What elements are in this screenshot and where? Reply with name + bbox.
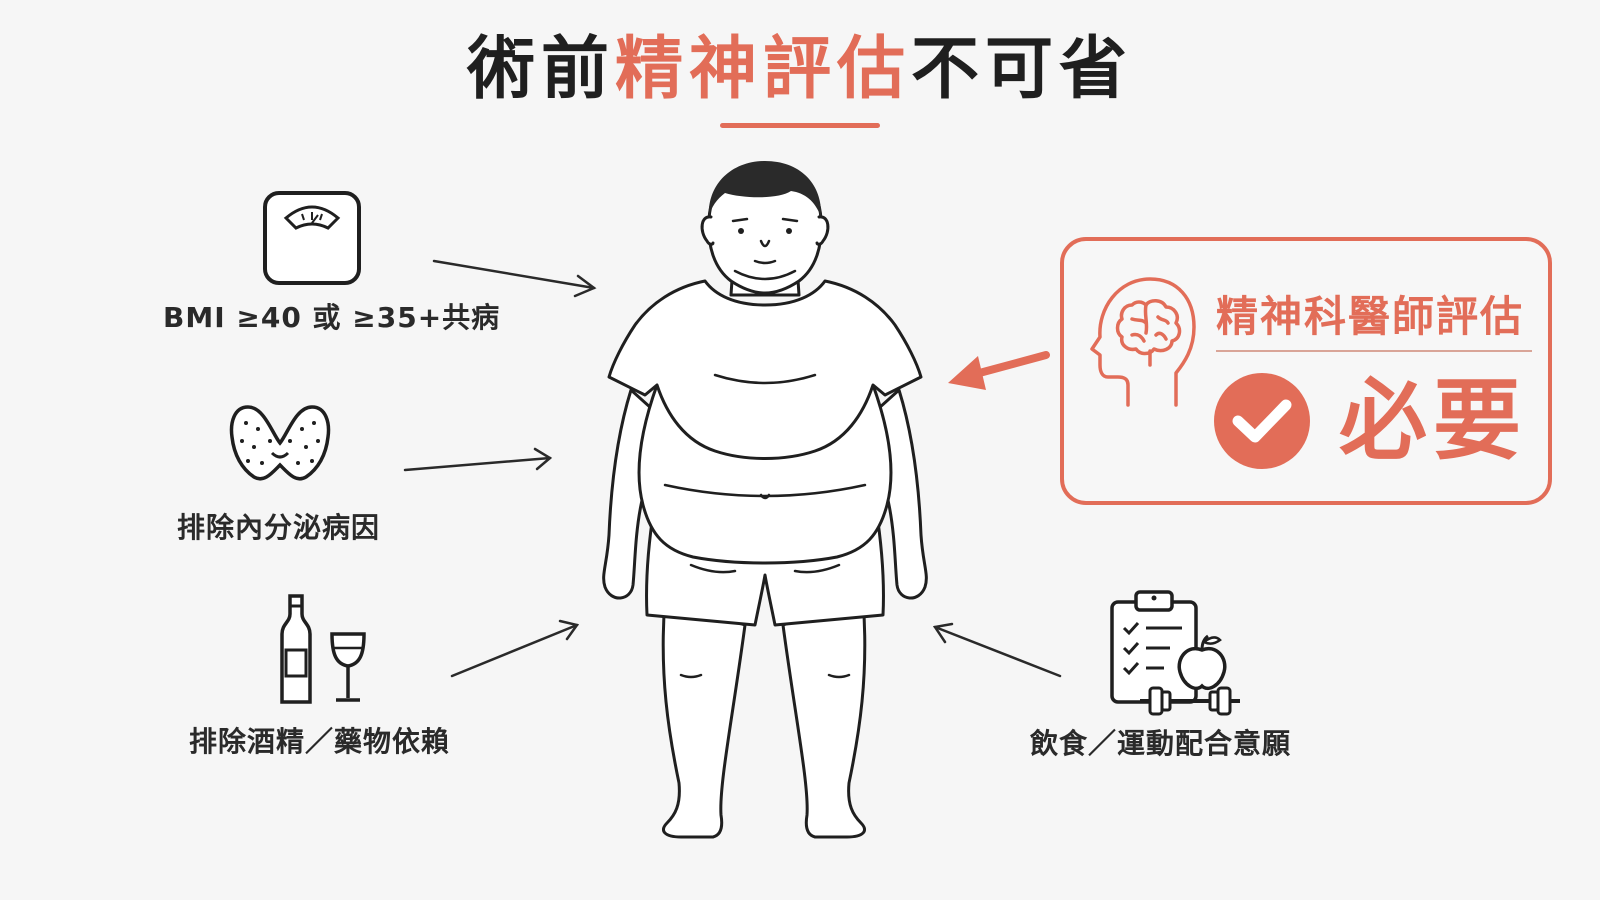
factor-bmi-label: BMI ≥40 或 ≥35+共病 bbox=[163, 301, 501, 334]
card-divider bbox=[1216, 350, 1532, 352]
scale-icon bbox=[263, 191, 361, 285]
factor-alcohol-label: 排除酒精／藥物依賴 bbox=[189, 725, 451, 758]
checklist-apple-dumbbell-icon bbox=[1110, 590, 1240, 716]
title-underline bbox=[720, 123, 880, 128]
bottle-glass-icon bbox=[280, 594, 366, 704]
assessment-card: 精神科醫師評估 必要 bbox=[1060, 237, 1552, 505]
brain-head-icon bbox=[1090, 277, 1196, 407]
check-circle-icon bbox=[1214, 373, 1310, 469]
factor-endocrine-label: 排除內分泌病因 bbox=[177, 511, 381, 544]
factor-lifestyle-label: 飲食／運動配合意願 bbox=[1030, 727, 1292, 760]
assessment-title: 精神科醫師評估 bbox=[1216, 292, 1525, 341]
title-part-2: 不可省 bbox=[911, 30, 1134, 109]
patient-figure bbox=[602, 161, 928, 839]
title-highlight: 精神評估 bbox=[614, 30, 911, 109]
thyroid-icon bbox=[229, 405, 331, 481]
assessment-status: 必要 bbox=[1339, 369, 1528, 472]
title-part-1: 術前 bbox=[466, 30, 615, 109]
page-title: 術前精神評估不可省 bbox=[0, 30, 1600, 110]
